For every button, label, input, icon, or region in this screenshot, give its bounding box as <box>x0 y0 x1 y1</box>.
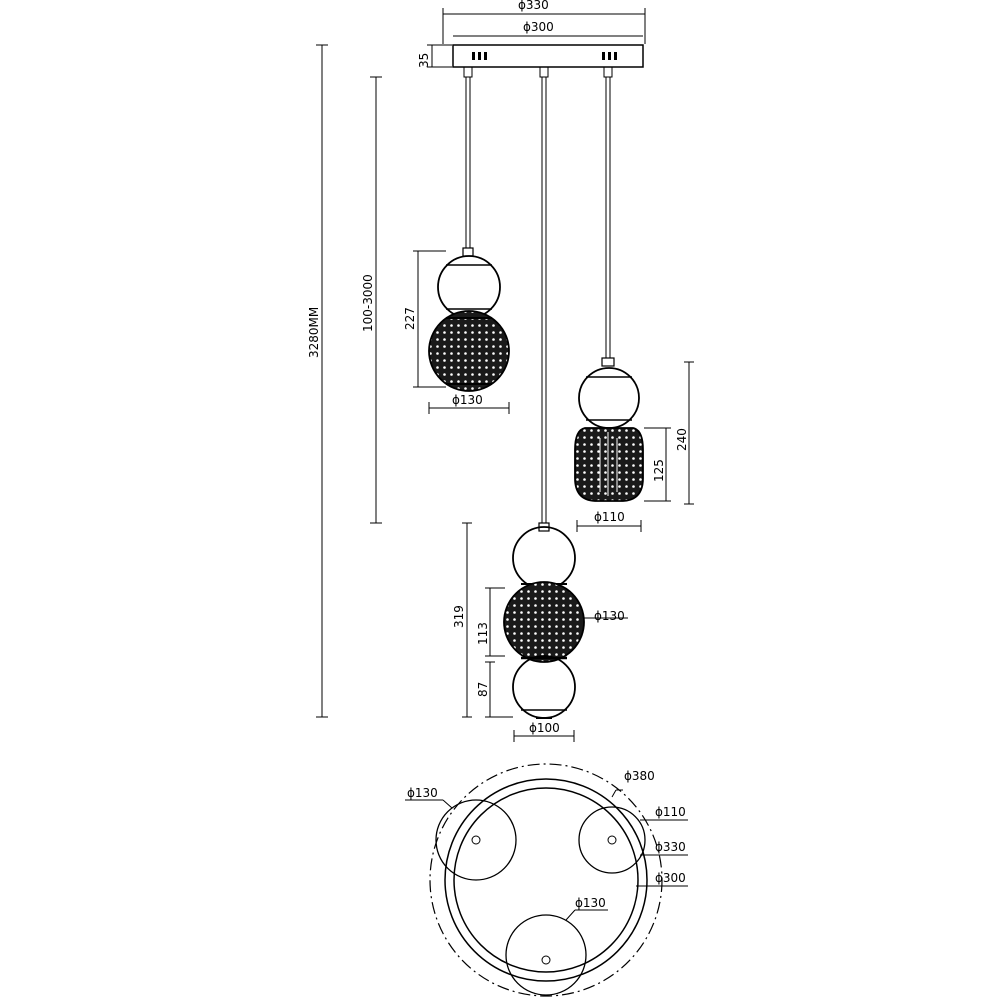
dim-left-diameter: ϕ130 <box>452 393 483 407</box>
plan-view-labels: ϕ380 ϕ130 ϕ110 ϕ330 ϕ300 ϕ130 <box>405 769 688 921</box>
right-pendant <box>574 357 644 502</box>
right-pendant-dimensions: 240 125 ϕ110 <box>576 361 694 532</box>
dim-center-total-height: 319 <box>452 605 466 628</box>
center-pendant-dimensions: 319 113 87 ϕ130 ϕ100 <box>452 522 628 742</box>
canopy <box>452 44 644 78</box>
dim-canopy-outer: ϕ330 <box>518 0 549 12</box>
left-pendant <box>428 247 510 392</box>
dim-center-mid-height: 113 <box>476 622 490 645</box>
center-pendant <box>503 522 585 719</box>
plan-dim-right-shade: ϕ110 <box>655 805 686 819</box>
cables <box>465 77 611 523</box>
plan-dim-ring-outer: ϕ330 <box>655 840 686 854</box>
dim-total-height: 3280MM <box>307 307 321 358</box>
plan-dim-outer-dashed: ϕ380 <box>624 769 655 783</box>
overall-dimensions: 3280MM 100-3000 <box>307 44 382 718</box>
dim-cable-range: 100-3000 <box>361 274 375 332</box>
dim-center-lower-height: 87 <box>476 682 490 697</box>
dim-canopy-inner: ϕ300 <box>523 20 554 34</box>
dim-left-height: 227 <box>403 307 417 330</box>
dim-canopy-height: 35 <box>417 53 431 68</box>
left-pendant-dimensions: 227 ϕ130 <box>403 250 510 414</box>
plan-view <box>429 763 663 997</box>
canopy-dimensions: ϕ330 ϕ300 35 <box>417 0 646 68</box>
plan-dim-ring-inner: ϕ300 <box>655 871 686 885</box>
dim-right-diameter: ϕ110 <box>594 510 625 524</box>
dim-center-mid-diameter: ϕ130 <box>594 609 625 623</box>
dim-center-bottom-diameter: ϕ100 <box>529 721 560 735</box>
dim-right-total-height: 240 <box>675 428 689 451</box>
plan-dim-bottom-shade: ϕ130 <box>575 896 606 910</box>
plan-dim-left-shade: ϕ130 <box>407 786 438 800</box>
dim-right-lower-height: 125 <box>652 459 666 482</box>
